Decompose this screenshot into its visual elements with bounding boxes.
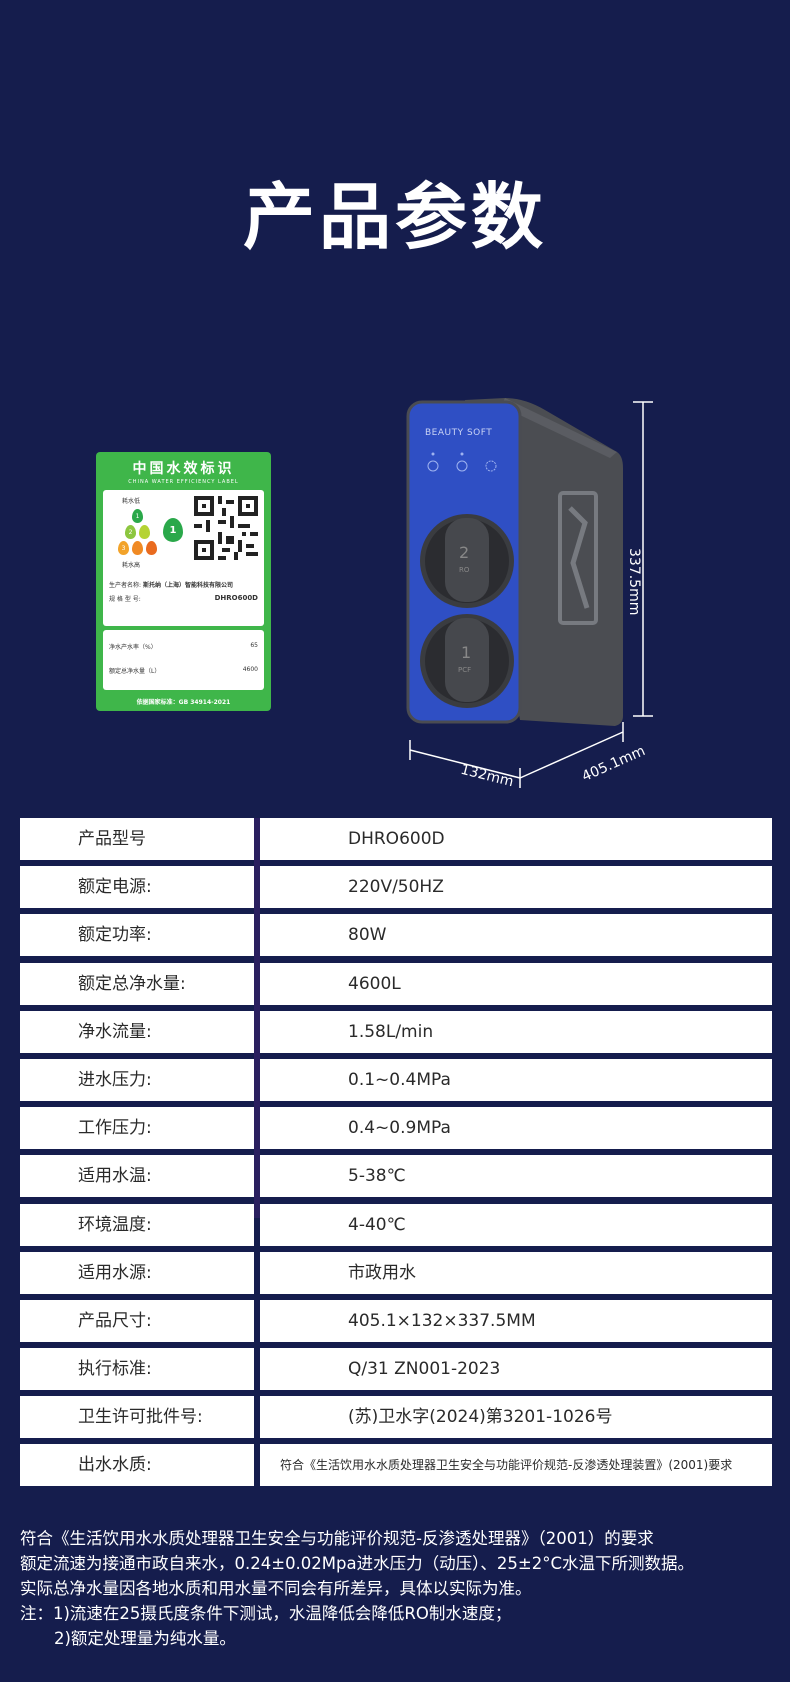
table-row: 出水水质: 符合《生活饮用水水质处理器卫生安全与功能评价规范-反渗透处理装置》(…: [20, 1444, 772, 1492]
spec-key: 额定电源:: [20, 866, 254, 909]
table-row: 净水流量: 1.58L/min: [20, 1010, 772, 1059]
table-row: 卫生许可批件号: (苏)卫水字(2024)第3201-1026号: [20, 1396, 772, 1444]
table-row: 额定功率: 80W: [20, 914, 772, 962]
spec-key: 执行标准:: [20, 1348, 254, 1391]
volume-row: 额定总净水量（L） 4600: [109, 666, 258, 675]
manufacturer-value: 斯托纳（上海）智能科技有限公司: [142, 582, 233, 589]
spec-key: 进水压力:: [20, 1058, 254, 1101]
label-subtitle: CHINA WATER EFFICIENCY LABEL: [128, 479, 239, 485]
table-row: 适用水温: 5-38℃: [20, 1155, 772, 1203]
note-line: 符合《生活饮用水水质处理器卫生安全与功能评价规范-反渗透处理器》（2001）的要…: [20, 1529, 654, 1548]
spec-key: 适用水温:: [20, 1155, 254, 1198]
rate-row: 净水产水率（%） 65: [109, 642, 258, 651]
note-line: 2)额定处理量为纯水量。: [54, 1629, 236, 1648]
water-purifier-image: [406, 398, 653, 788]
knob-bottom-label: PCF: [458, 666, 472, 674]
level-high-text: 耗水低: [122, 498, 141, 505]
rate-value: 65: [250, 642, 258, 649]
table-row: 产品尺寸: 405.1×132×337.5MM: [20, 1299, 772, 1348]
table-row: 环境温度: 4-40℃: [20, 1203, 772, 1252]
volume-label: 额定总净水量（L）: [109, 668, 161, 675]
page-title: 产品参数: [242, 175, 547, 259]
spec-value: 80W: [260, 914, 772, 957]
spec-key: 卫生许可批件号:: [20, 1396, 254, 1439]
table-row: 进水压力: 0.1~0.4MPa: [20, 1058, 772, 1107]
table-row: 工作压力: 0.4~0.9MPa: [20, 1107, 772, 1155]
label-info-card: 耗水低 1 2 3 耗水高 1 生产者名称: 斯托纳（上海）智能科技有限公司: [103, 490, 264, 626]
spec-value: 405.1×132×337.5MM: [260, 1299, 772, 1342]
table-row: 额定电源: 220V/50HZ: [20, 866, 772, 914]
spec-value: DHRO600D: [260, 818, 772, 860]
level-low-text: 耗水高: [122, 562, 141, 569]
model-value: DHRO600D: [214, 594, 258, 602]
spec-value: 1.58L/min: [260, 1010, 772, 1053]
spec-key: 出水水质:: [20, 1444, 254, 1487]
water-efficiency-label: 中国水效标识 CHINA WATER EFFICIENCY LABEL 耗水低 …: [96, 452, 271, 711]
table-row: 额定总净水量: 4600L: [20, 962, 772, 1011]
spec-key: 产品型号: [20, 818, 254, 860]
model-row: 规 格 型 号: DHRO600D: [109, 594, 258, 603]
knob-top-number: 2: [459, 543, 470, 562]
table-row: 产品型号 DHRO600D: [20, 818, 772, 866]
knob-bottom-number: 1: [461, 643, 472, 662]
spec-key: 净水流量:: [20, 1010, 254, 1053]
notes-section: 符合《生活饮用水水质处理器卫生安全与功能评价规范-反渗透处理器》（2001）的要…: [20, 1526, 780, 1651]
table-row: 执行标准: Q/31 ZN001-2023: [20, 1348, 772, 1396]
spec-key: 工作压力:: [20, 1107, 254, 1150]
grade-drop-icon: 1: [163, 518, 183, 542]
label-footer: 依据国家标准：GB 34914-2021: [136, 699, 231, 706]
height-dimension: 337.5mm: [626, 548, 642, 616]
spec-value: (苏)卫水字(2024)第3201-1026号: [260, 1396, 772, 1439]
note-line: 额定流速为接通市政自来水，0.24±0.02Mpa进水压力（动压）、25±2°C…: [20, 1554, 694, 1573]
product-illustration: BEAUTY SOFT 2 RO 1 PCF 337.5mm 132mm 405…: [405, 398, 695, 798]
spec-value: 5-38℃: [260, 1155, 772, 1198]
spec-value: 0.4~0.9MPa: [260, 1107, 772, 1150]
spec-key: 额定功率:: [20, 914, 254, 957]
rate-label: 净水产水率（%）: [109, 644, 157, 651]
grade-value: 1: [169, 525, 177, 536]
spec-key: 产品尺寸:: [20, 1299, 254, 1342]
spec-table: 产品型号 DHRO600D 额定电源: 220V/50HZ 额定功率: 80W …: [20, 818, 772, 1493]
spec-key: 适用水源:: [20, 1251, 254, 1294]
note-line: 注：1)流速在25摄氏度条件下测试，水温降低会降低RO制水速度；: [20, 1604, 512, 1623]
label-title: 中国水效标识: [132, 461, 235, 477]
volume-value: 4600: [242, 666, 258, 673]
table-divider: [254, 818, 260, 1218]
spec-value: Q/31 ZN001-2023: [260, 1348, 772, 1391]
table-row: 适用水源: 市政用水: [20, 1251, 772, 1300]
manufacturer-row: 生产者名称: 斯托纳（上海）智能科技有限公司: [109, 580, 233, 589]
spec-key: 环境温度:: [20, 1203, 254, 1246]
qr-code-icon: [194, 496, 258, 560]
note-line: 实际总净水量因各地水质和用水量不同会有所差异，具体以实际为准。: [20, 1579, 532, 1598]
efficiency-drops-icon: 1 2 3: [118, 506, 158, 558]
spec-key: 额定总净水量:: [20, 962, 254, 1005]
label-spec-card: 净水产水率（%） 65 额定总净水量（L） 4600: [103, 630, 264, 690]
spec-value: 市政用水: [260, 1251, 772, 1294]
spec-value: 4600L: [260, 962, 772, 1005]
knob-top-label: RO: [459, 566, 470, 574]
model-label: 规 格 型 号:: [109, 596, 141, 603]
product-brand: BEAUTY SOFT: [425, 428, 493, 438]
spec-value: 0.1~0.4MPa: [260, 1058, 772, 1101]
spec-value: 4-40℃: [260, 1203, 772, 1246]
spec-value: 220V/50HZ: [260, 866, 772, 909]
spec-value: 符合《生活饮用水水质处理器卫生安全与功能评价规范-反渗透处理装置》(2001)要…: [260, 1444, 772, 1487]
manufacturer-label: 生产者名称:: [109, 582, 142, 589]
